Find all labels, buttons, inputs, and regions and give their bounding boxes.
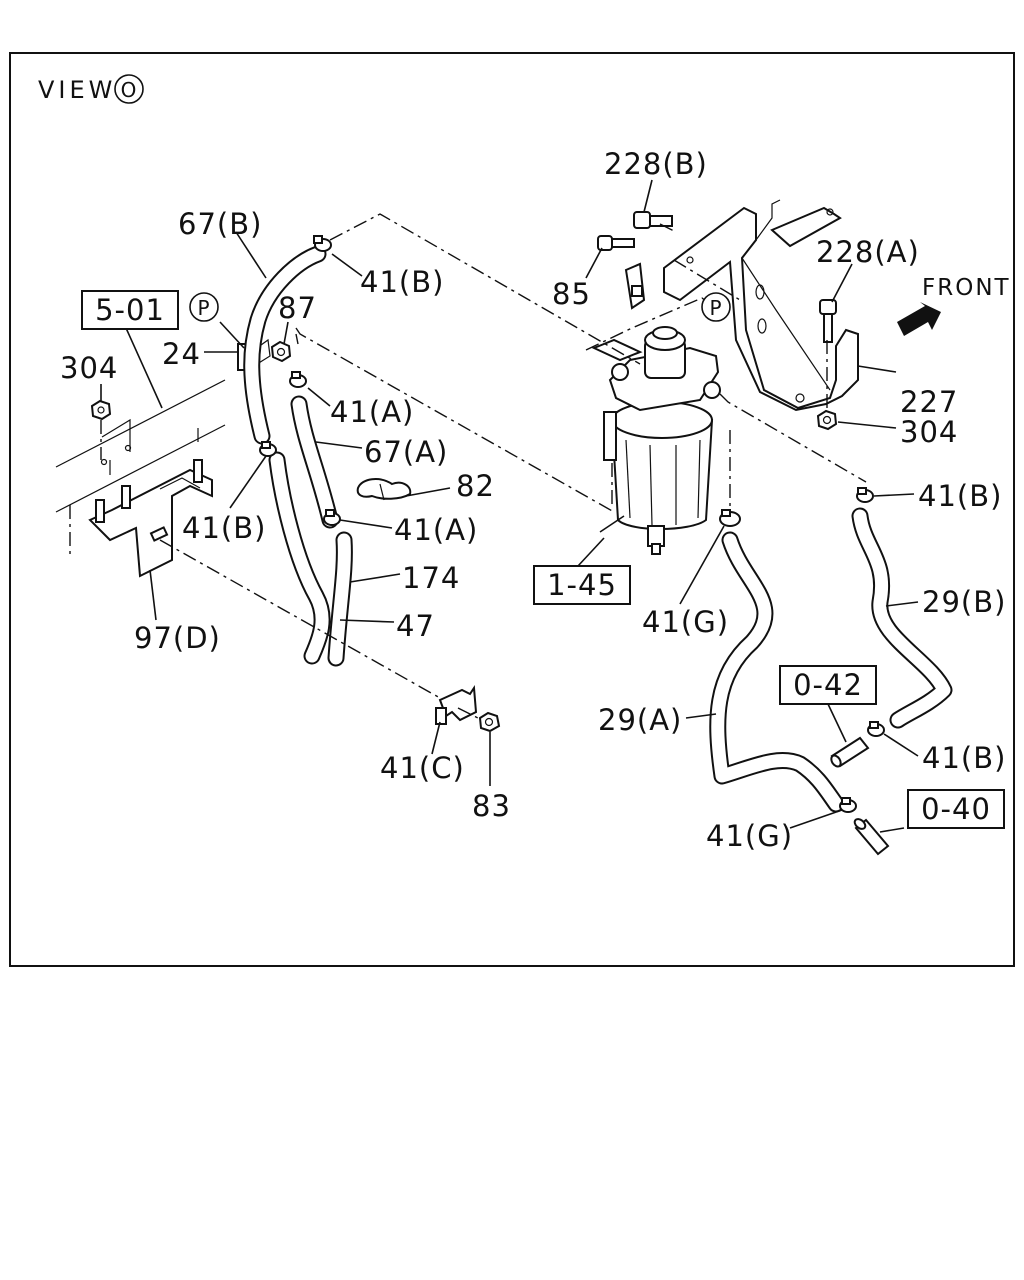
leader-lines bbox=[100, 179, 919, 833]
callout-304-right: 304 bbox=[900, 415, 958, 449]
callout-85: 85 bbox=[552, 277, 591, 311]
ref-042: 0-42 bbox=[793, 668, 863, 702]
bolt-228a bbox=[819, 299, 837, 343]
callout-174: 174 bbox=[402, 561, 460, 595]
p-marker-right: P bbox=[709, 296, 722, 320]
callout-41b-right: 41(B) bbox=[918, 479, 1002, 513]
ref-040: 0-40 bbox=[921, 792, 991, 826]
clip-p-bracket bbox=[624, 262, 646, 310]
callout-41a-mid: 41(A) bbox=[394, 513, 478, 547]
bolt-85 bbox=[597, 235, 635, 251]
bracket-97d bbox=[88, 459, 213, 578]
clamp-41b-left bbox=[259, 441, 277, 457]
bolt-228b bbox=[633, 211, 673, 229]
ref-145: 1-45 bbox=[547, 568, 617, 602]
hose-174 bbox=[268, 451, 331, 665]
clamp-41b-right bbox=[856, 487, 874, 503]
clamp-41b-bottom bbox=[867, 721, 885, 737]
diagram-frame bbox=[9, 52, 1015, 967]
frame-member bbox=[55, 379, 226, 555]
callout-47: 47 bbox=[396, 609, 435, 643]
callout-82: 82 bbox=[456, 469, 495, 503]
callout-41g-bottom: 41(G) bbox=[706, 819, 793, 853]
clip-41c bbox=[435, 685, 478, 725]
front-arrow-icon bbox=[897, 302, 941, 336]
ref-box-501 bbox=[81, 290, 179, 330]
nut-304-left bbox=[90, 399, 112, 460]
callout-41g-top: 41(G) bbox=[642, 605, 729, 639]
ref-box-145 bbox=[533, 565, 631, 605]
p-marker-left: P bbox=[197, 296, 210, 320]
callout-67b: 67(B) bbox=[178, 207, 262, 241]
clip-82 bbox=[356, 478, 412, 501]
callout-83: 83 bbox=[472, 789, 511, 823]
clamp-41a-top bbox=[289, 371, 307, 388]
callout-87: 87 bbox=[278, 291, 317, 325]
ref-501: 5-01 bbox=[95, 293, 165, 327]
view-label: VIEW bbox=[38, 76, 116, 104]
ref-box-040 bbox=[907, 789, 1005, 829]
callout-29b: 29(B) bbox=[922, 585, 1006, 619]
clamp-41b-top bbox=[313, 235, 332, 252]
callout-24: 24 bbox=[162, 337, 201, 371]
bracket-227 bbox=[663, 199, 859, 412]
nut-304-right bbox=[816, 409, 838, 431]
callout-41b-left: 41(B) bbox=[182, 511, 266, 545]
view-marker-circle bbox=[114, 74, 144, 104]
callout-41b-bottom: 41(B) bbox=[922, 741, 1006, 775]
ref-box-042 bbox=[779, 665, 877, 705]
hose-67b bbox=[243, 245, 327, 445]
p-marker-left-circle bbox=[189, 292, 219, 322]
hose-29a bbox=[709, 531, 845, 813]
pipe-stub-042 bbox=[830, 736, 870, 768]
clamp-41a-mid bbox=[323, 509, 341, 526]
callout-67a: 67(A) bbox=[364, 435, 448, 469]
callout-29a: 29(A) bbox=[598, 703, 682, 737]
p-marker-right-circle bbox=[701, 292, 731, 322]
callout-41a-top: 41(A) bbox=[330, 395, 414, 429]
nut-87 bbox=[270, 340, 292, 363]
hose-67a bbox=[290, 395, 339, 529]
callout-228b: 228(B) bbox=[604, 147, 708, 181]
callout-97d: 97(D) bbox=[134, 621, 221, 655]
hose-29b bbox=[851, 507, 953, 729]
callout-227: 227 bbox=[900, 385, 958, 419]
pipe-stub-040 bbox=[853, 818, 890, 856]
clamp-41g-top bbox=[719, 509, 741, 527]
view-marker-letter: O bbox=[121, 78, 138, 102]
callout-228a: 228(A) bbox=[816, 235, 920, 269]
fuel-filter-assembly bbox=[591, 326, 721, 555]
callout-41b-top: 41(B) bbox=[360, 265, 444, 299]
clamp-41g-bottom bbox=[839, 797, 857, 813]
nut-83 bbox=[478, 711, 501, 733]
callout-304-left: 304 bbox=[60, 351, 118, 385]
front-label: FRONT bbox=[922, 275, 1011, 301]
hose-47 bbox=[327, 531, 353, 667]
callout-41c: 41(C) bbox=[380, 751, 465, 785]
